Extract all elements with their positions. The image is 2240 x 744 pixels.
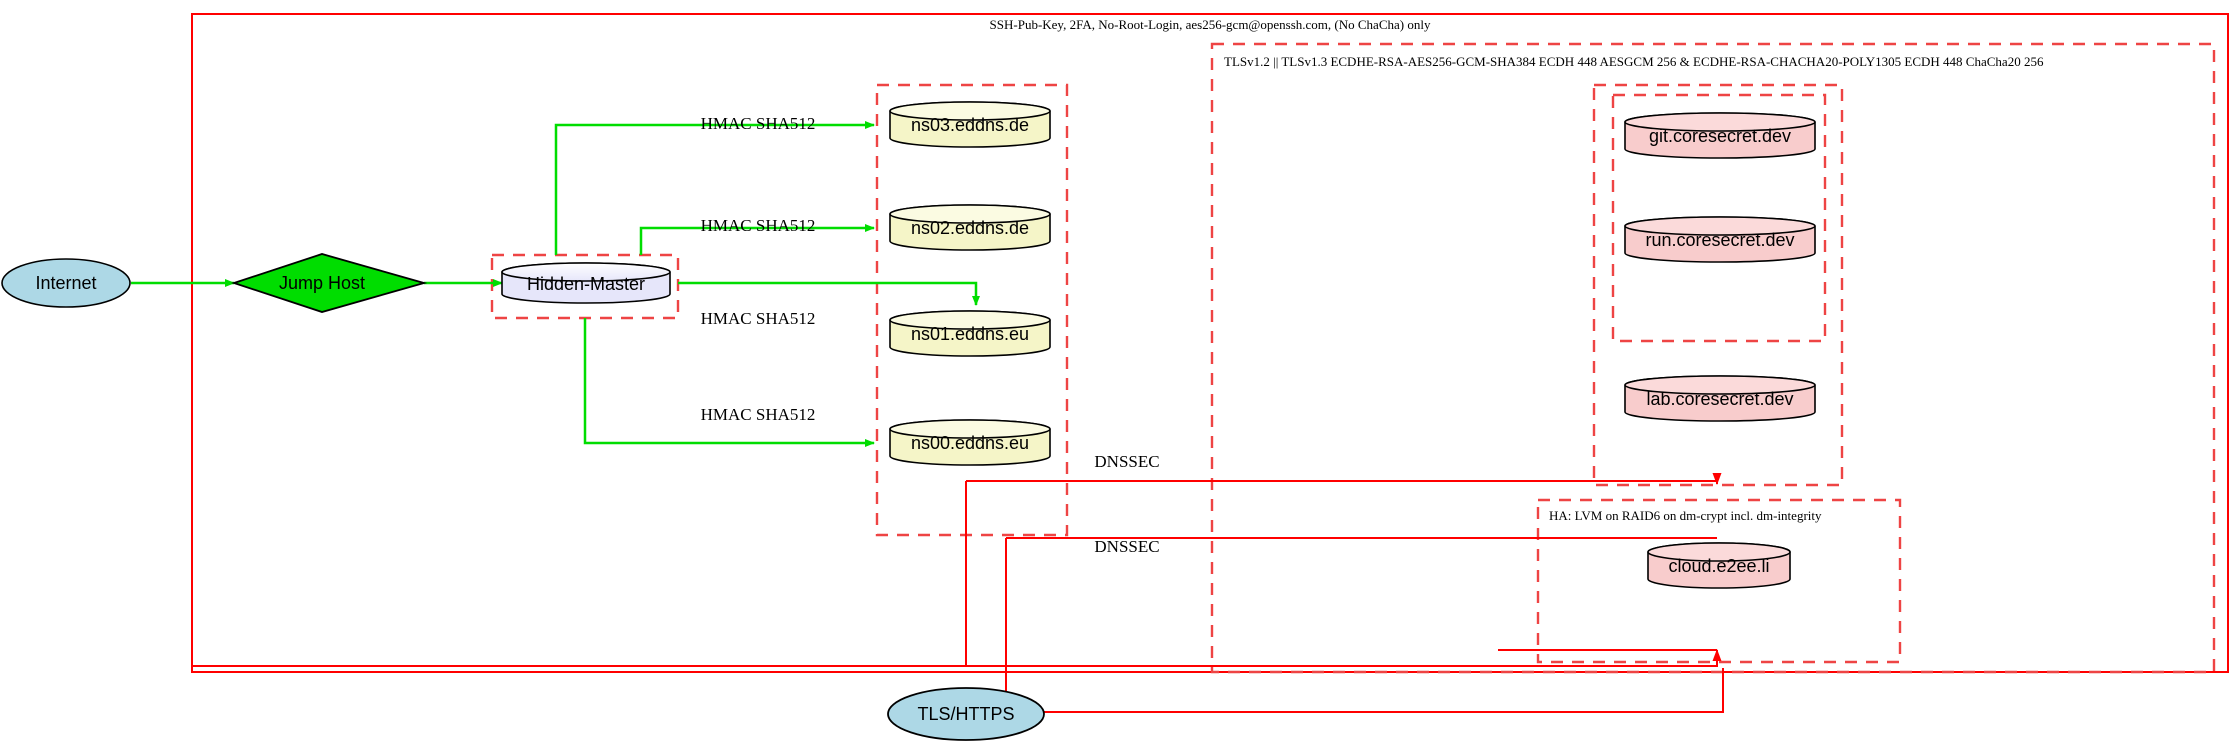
- edge-label-hmac-ns00: HMAC SHA512: [701, 405, 816, 424]
- cluster-ha-label: HA: LVM on RAID6 on dm-crypt incl. dm-in…: [1549, 508, 1822, 523]
- node-ns01-label: ns01.eddns.eu: [911, 324, 1029, 344]
- edge-hiddenmaster-to-ns01: [678, 281, 980, 306]
- node-hidden-master[interactable]: Hidden-Master: [501, 262, 671, 304]
- node-run-coresecret[interactable]: run.coresecret.dev: [1624, 216, 1816, 263]
- node-ns00-label: ns00.eddns.eu: [911, 433, 1029, 453]
- node-jump-host-label: Jump Host: [279, 273, 365, 293]
- node-tls-https[interactable]: TLS/HTTPS: [887, 687, 1045, 741]
- edge-label-dnssec-bottom: DNSSEC: [1094, 537, 1159, 556]
- node-lab-coresecret[interactable]: lab.coresecret.dev: [1624, 375, 1816, 422]
- node-ns00[interactable]: ns00.eddns.eu: [889, 419, 1051, 466]
- cluster-ha-boundary: [1536, 498, 1902, 664]
- node-git-coresecret[interactable]: git.coresecret.dev: [1624, 112, 1816, 159]
- node-ns03-label: ns03.eddns.de: [911, 115, 1029, 135]
- edge-label-hmac-ns03: HMAC SHA512: [701, 114, 816, 133]
- cluster-ssh-label: SSH-Pub-Key, 2FA, No-Root-Login, aes256-…: [990, 17, 1431, 32]
- cluster-coresecret-inner-boundary: [1611, 93, 1827, 343]
- edge-hiddenmaster-to-ns02: [639, 224, 875, 255]
- edge-label-dnssec-top: DNSSEC: [1094, 452, 1159, 471]
- node-hidden-master-label: Hidden-Master: [527, 274, 645, 294]
- cluster-tls-boundary: [1210, 42, 2216, 674]
- node-cloud-e2ee-label: cloud.e2ee.li: [1668, 556, 1769, 576]
- node-ns02[interactable]: ns02.eddns.de: [889, 204, 1051, 251]
- edge-hiddenmaster-to-ns03: [554, 121, 875, 255]
- node-run-coresecret-label: run.coresecret.dev: [1645, 230, 1794, 250]
- node-ns01[interactable]: ns01.eddns.eu: [889, 310, 1051, 357]
- node-internet-label: Internet: [35, 273, 96, 293]
- node-cloud-e2ee[interactable]: cloud.e2ee.li: [1647, 542, 1791, 589]
- edge-label-hmac-ns02: HMAC SHA512: [701, 216, 816, 235]
- cluster-tls-label: TLSv1.2 || TLSv1.3 ECDHE-RSA-AES256-GCM-…: [1224, 54, 2044, 69]
- edge-hiddenmaster-to-ns00: [583, 318, 875, 447]
- edge-tls-https-out: [1043, 668, 1724, 713]
- node-jump-host[interactable]: Jump Host: [231, 253, 428, 313]
- node-lab-coresecret-label: lab.coresecret.dev: [1646, 389, 1793, 409]
- cluster-coresecret-boundary: [1592, 83, 1844, 487]
- node-ns02-label: ns02.eddns.de: [911, 218, 1029, 238]
- node-git-coresecret-label: git.coresecret.dev: [1649, 126, 1791, 146]
- node-ns03[interactable]: ns03.eddns.de: [889, 101, 1051, 148]
- cluster-ssh-boundary: [191, 13, 2229, 673]
- edge-label-hmac-ns01: HMAC SHA512: [701, 309, 816, 328]
- edge-lower-rail: [192, 649, 1722, 667]
- node-internet[interactable]: Internet: [1, 258, 131, 308]
- cluster-nameservers-boundary: [875, 83, 1069, 537]
- edge-dnssec-top-arrow: [1500, 473, 1722, 485]
- node-tls-https-label: TLS/HTTPS: [917, 704, 1014, 724]
